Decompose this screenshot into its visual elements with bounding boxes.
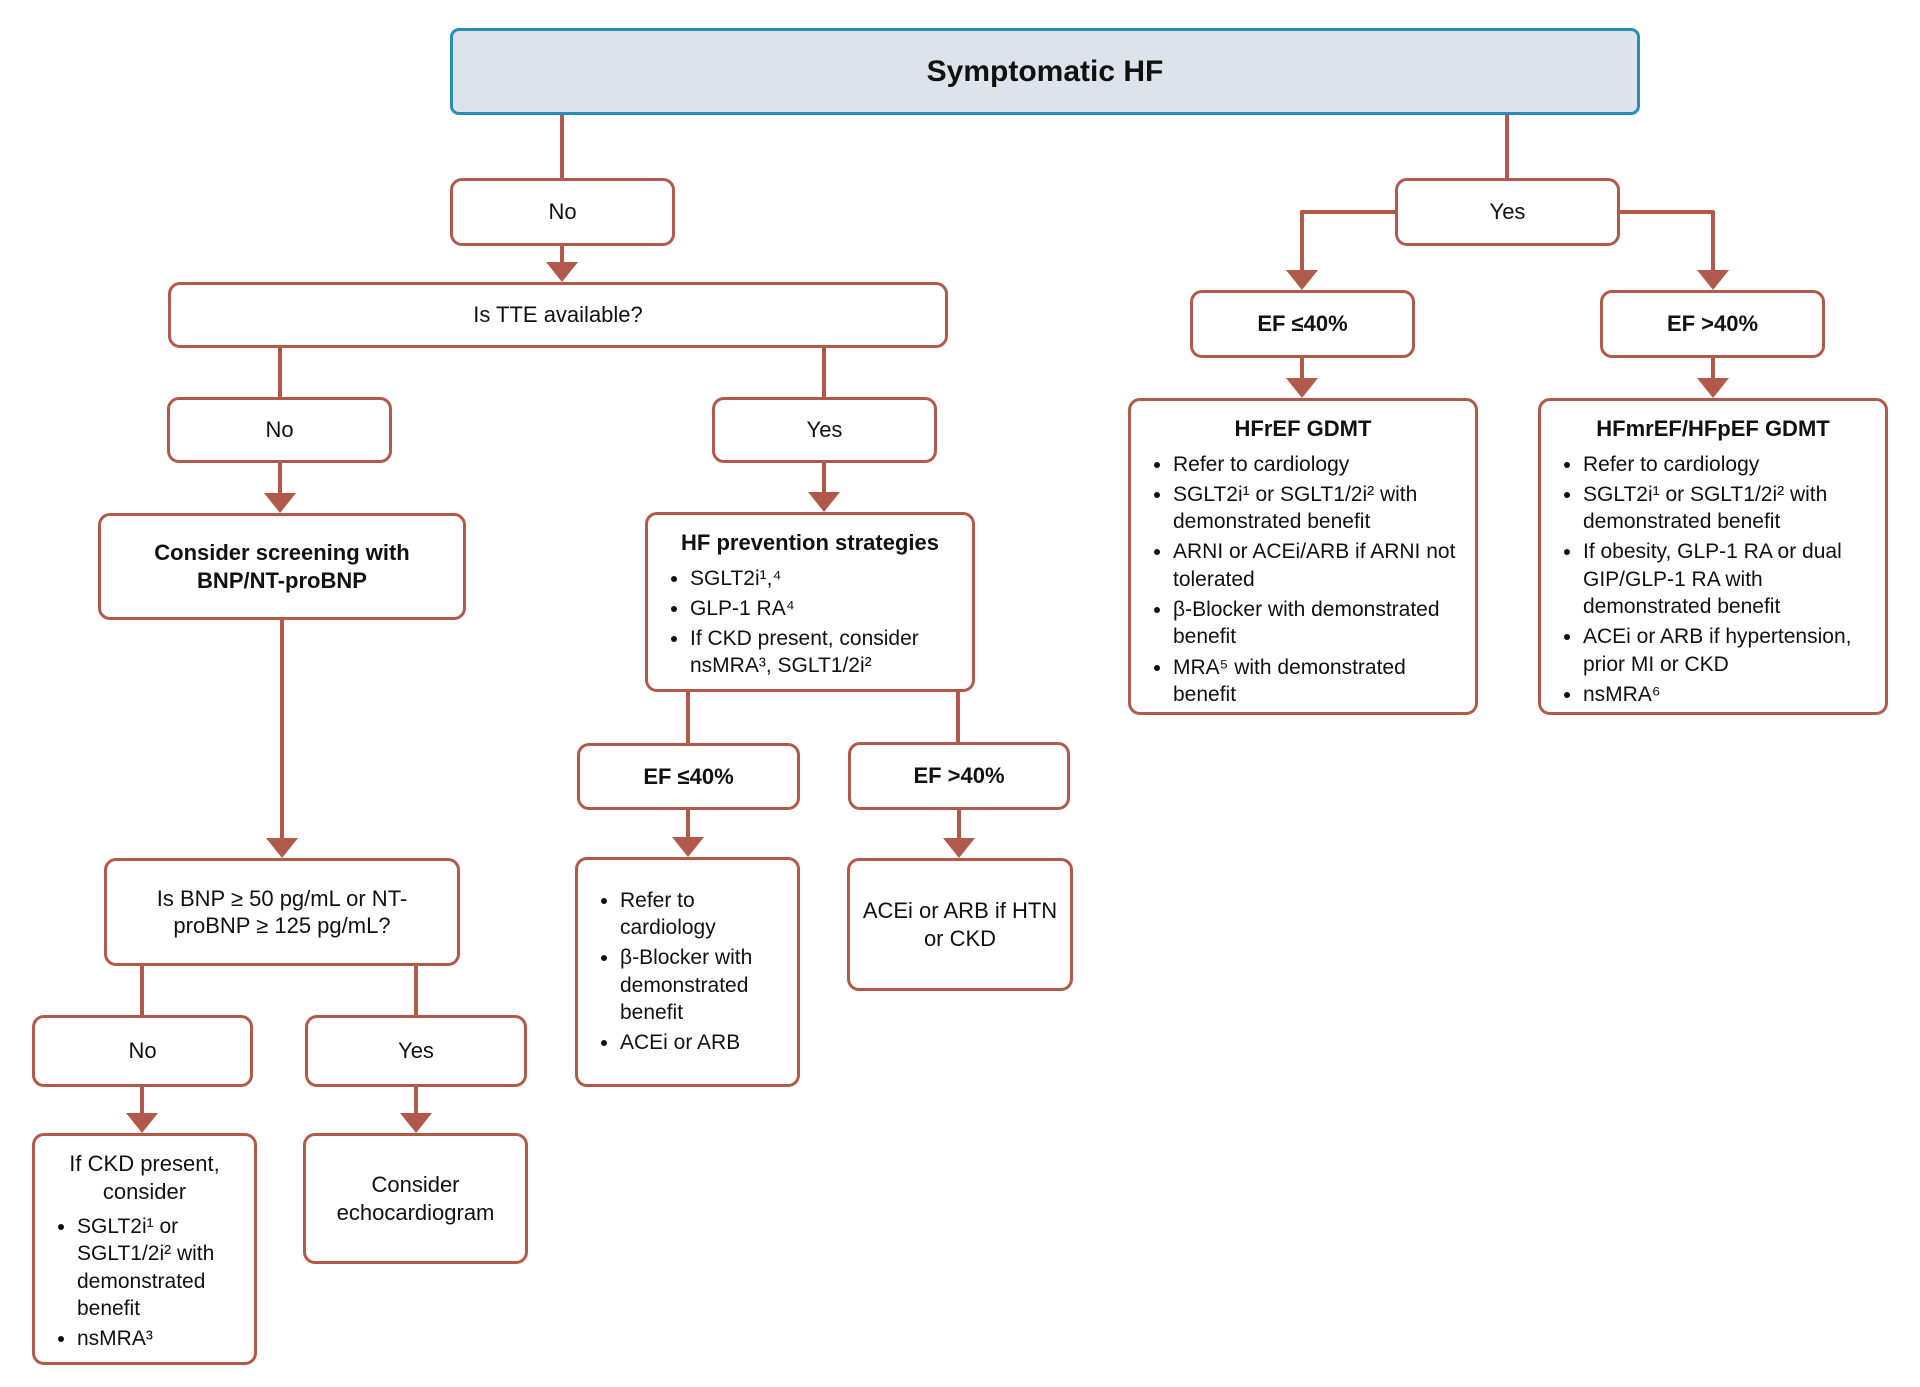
node-tte-no: No bbox=[167, 397, 392, 463]
bullet-item: Refer to cardiology bbox=[1583, 451, 1875, 478]
node-prevention: HF prevention strategies SGLT2i¹,⁴ GLP-1… bbox=[645, 512, 975, 692]
node-hfref-gdmt: HFrEF GDMT Refer to cardiology SGLT2i¹ o… bbox=[1128, 398, 1478, 715]
node-branch-yes: Yes bbox=[1395, 178, 1620, 246]
bullet-item: GLP-1 RA⁴ bbox=[690, 595, 962, 622]
bullet-item: nsMRA⁶ bbox=[1583, 681, 1875, 708]
arrowhead bbox=[1286, 378, 1318, 398]
prevention-title: HF prevention strategies bbox=[681, 530, 939, 555]
bullet-item: Refer to cardiology bbox=[1173, 451, 1465, 478]
bullet-item: SGLT2i¹,⁴ bbox=[690, 565, 962, 592]
mid-le40-bullets: Refer to cardiology β-Blocker with demon… bbox=[588, 887, 787, 1060]
bullet-item: ACEi or ARB bbox=[620, 1029, 787, 1056]
bullet-item: If CKD present, consider nsMRA³, SGLT1/2… bbox=[690, 625, 962, 680]
bullet-item: SGLT2i¹ or SGLT1/2i² with demonstrated b… bbox=[1583, 481, 1875, 536]
node-ef-le40-right: EF ≤40% bbox=[1190, 290, 1415, 358]
hfref-gdmt-bullets: Refer to cardiology SGLT2i¹ or SGLT1/2i²… bbox=[1141, 451, 1465, 712]
arrow-yestop-to-efgt bbox=[1620, 210, 1715, 271]
hfref-gdmt-title: HFrEF GDMT bbox=[1234, 416, 1372, 441]
arrow-yestop-to-efle bbox=[1300, 210, 1395, 271]
bullet-item: Refer to cardiology bbox=[620, 887, 787, 942]
node-symptomatic-hf: Symptomatic HF bbox=[450, 28, 1640, 115]
node-branch-no: No bbox=[450, 178, 675, 246]
bullet-item: ACEi or ARB if hypertension, prior MI or… bbox=[1583, 623, 1875, 678]
node-bnp-no: No bbox=[32, 1015, 253, 1087]
node-ef-gt40-right: EF >40% bbox=[1600, 290, 1825, 358]
arrowhead bbox=[672, 837, 704, 857]
arrowhead bbox=[126, 1113, 158, 1133]
arrowhead bbox=[266, 838, 298, 858]
bullet-item: MRA⁵ with demonstrated benefit bbox=[1173, 654, 1465, 709]
hfmref-hfpef-gdmt-bullets: Refer to cardiology SGLT2i¹ or SGLT1/2i²… bbox=[1551, 451, 1875, 712]
ckd-consider-bullets: SGLT2i¹ or SGLT1/2i² with demonstrated b… bbox=[45, 1213, 244, 1355]
node-bnp-yes: Yes bbox=[305, 1015, 527, 1087]
ckd-consider-title: If CKD present, consider bbox=[69, 1151, 220, 1204]
node-tte-yes: Yes bbox=[712, 397, 937, 463]
arrowhead bbox=[943, 838, 975, 858]
bullet-item: β-Blocker with demonstrated benefit bbox=[1173, 596, 1465, 651]
arrowhead bbox=[546, 262, 578, 282]
bullet-item: nsMRA³ bbox=[77, 1325, 244, 1352]
bullet-item: SGLT2i¹ or SGLT1/2i² with demonstrated b… bbox=[77, 1213, 244, 1322]
node-bnp-question: Is BNP ≥ 50 pg/mL or NT-proBNP ≥ 125 pg/… bbox=[104, 858, 460, 966]
node-echo: Consider echocardiogram bbox=[303, 1133, 528, 1264]
node-mid-gt40-outcome: ACEi or ARB if HTN or CKD bbox=[847, 858, 1073, 991]
prevention-bullets: SGLT2i¹,⁴ GLP-1 RA⁴ If CKD present, cons… bbox=[658, 565, 962, 683]
node-tte-question: Is TTE available? bbox=[168, 282, 948, 348]
arrowhead bbox=[1697, 270, 1729, 290]
node-ef-gt40-mid: EF >40% bbox=[848, 742, 1070, 810]
bullet-item: SGLT2i¹ or SGLT1/2i² with demonstrated b… bbox=[1173, 481, 1465, 536]
node-hfmref-hfpef-gdmt: HFmrEF/HFpEF GDMT Refer to cardiology SG… bbox=[1538, 398, 1888, 715]
node-ef-le40-mid: EF ≤40% bbox=[577, 743, 800, 810]
arrowhead bbox=[264, 493, 296, 513]
arrowhead bbox=[1697, 378, 1729, 398]
node-ckd-consider: If CKD present, consider SGLT2i¹ or SGLT… bbox=[32, 1133, 257, 1365]
bullet-item: If obesity, GLP-1 RA or dual GIP/GLP-1 R… bbox=[1583, 538, 1875, 620]
node-mid-le40-outcome: Refer to cardiology β-Blocker with demon… bbox=[575, 857, 800, 1087]
arrowhead bbox=[400, 1113, 432, 1133]
arrowhead bbox=[1286, 270, 1318, 290]
node-screening: Consider screening with BNP/NT-proBNP bbox=[98, 513, 466, 620]
bullet-item: ARNI or ACEi/ARB if ARNI not tolerated bbox=[1173, 538, 1465, 593]
bullet-item: β-Blocker with demonstrated benefit bbox=[620, 944, 787, 1026]
hfmref-hfpef-gdmt-title: HFmrEF/HFpEF GDMT bbox=[1596, 416, 1830, 441]
arrowhead bbox=[808, 492, 840, 512]
